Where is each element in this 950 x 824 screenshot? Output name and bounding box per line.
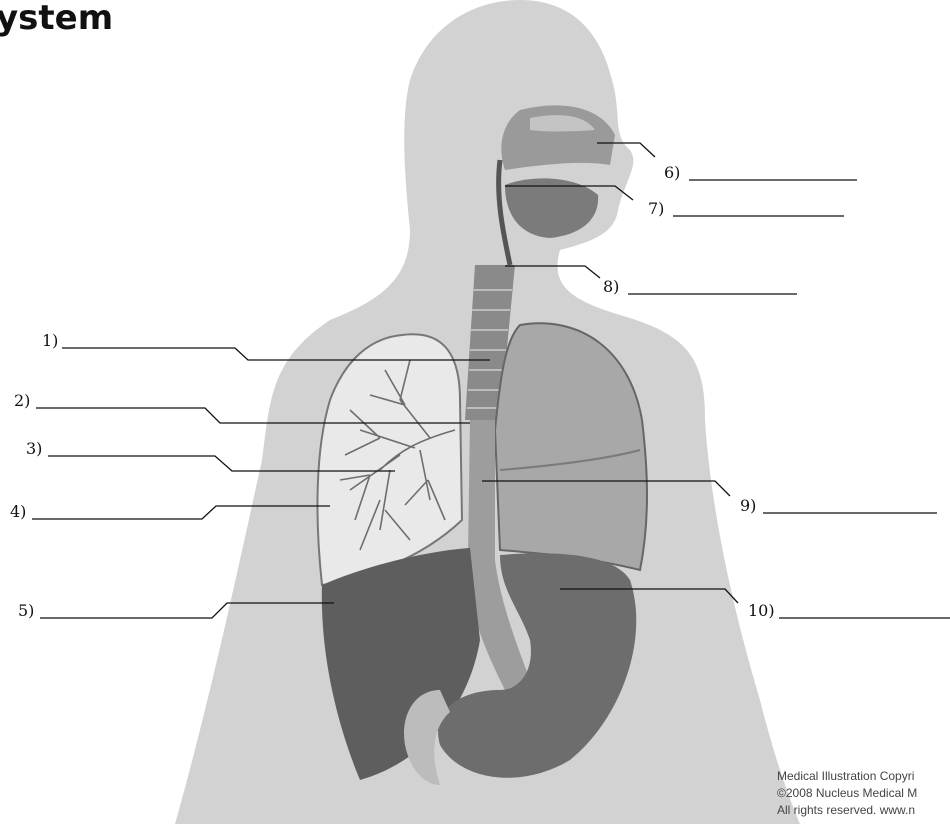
label-7: 7) xyxy=(648,201,664,217)
label-3: 3) xyxy=(26,441,42,457)
label-5: 5) xyxy=(18,603,34,619)
label-8: 8) xyxy=(603,279,619,295)
page-title: ystem xyxy=(0,0,113,38)
copyright-credit: Medical Illustration Copyri ©2008 Nucleu… xyxy=(777,768,917,819)
credit-line-1: Medical Illustration Copyri xyxy=(777,768,917,785)
label-6: 6) xyxy=(664,165,680,181)
label-2: 2) xyxy=(14,393,30,409)
label-4: 4) xyxy=(10,504,26,520)
label-9: 9) xyxy=(740,498,756,514)
credit-line-3: All rights reserved. www.n xyxy=(777,802,917,819)
label-10: 10) xyxy=(748,603,775,619)
credit-line-2: ©2008 Nucleus Medical M xyxy=(777,785,917,802)
label-1: 1) xyxy=(42,333,58,349)
